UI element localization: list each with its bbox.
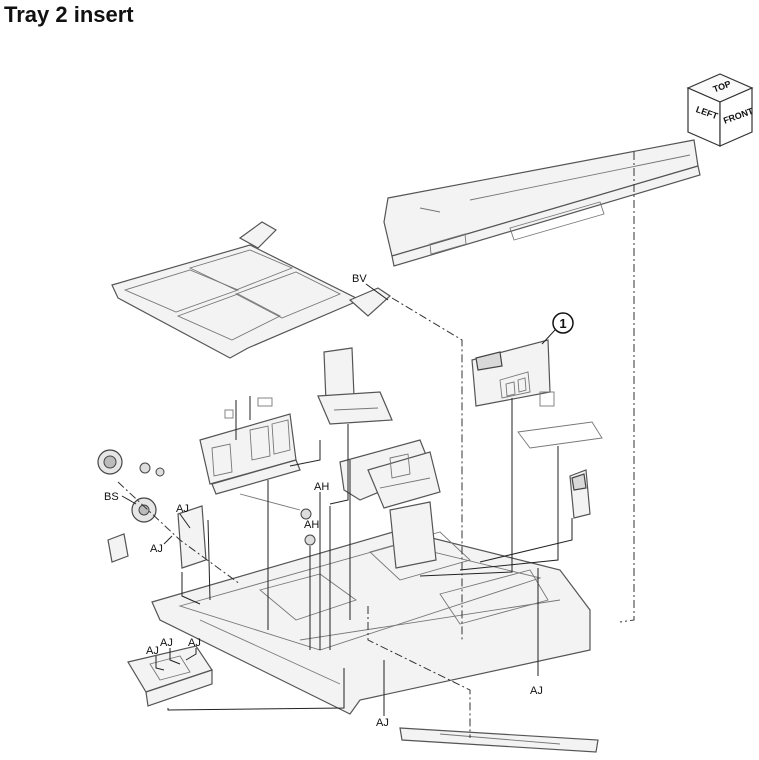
label-aj-left3: AJ [146,645,159,657]
link-bar-part [399,727,599,753]
bushing [139,462,151,474]
reference-labels: BV BS AJ AJ AH AH AJ AJ AJ AJ AJ [104,273,543,729]
tray-extension-part [111,221,391,359]
tray-base-part [151,501,591,715]
front-cover-part [383,139,701,267]
part-1-gauge [471,339,603,449]
page-title: Tray 2 insert [4,2,134,27]
label-aj-gear: AJ [176,503,189,515]
rear-guide-part [339,439,441,509]
left-guide-part [199,397,301,511]
label-aj-right: AJ [530,685,543,697]
screw-ah-2 [304,534,316,546]
label-aj-left2: AJ [188,637,201,649]
screw-ah-1 [300,508,312,520]
side-guide-part [317,347,393,425]
callout-1: 1 [541,312,574,345]
label-bv: BV [352,273,367,285]
orientation-cube: TOP LEFT FRONT [686,73,755,147]
callout-number: 1 [559,316,566,331]
label-bs: BS [104,491,119,503]
label-ah-top: AH [314,481,329,493]
label-aj-gear2: AJ [150,543,163,555]
label-aj-left1: AJ [160,637,173,649]
right-bracket-part [569,469,591,519]
assembly-lines [117,152,635,738]
label-aj-bottom: AJ [376,717,389,729]
label-ah-mid: AH [304,519,319,531]
